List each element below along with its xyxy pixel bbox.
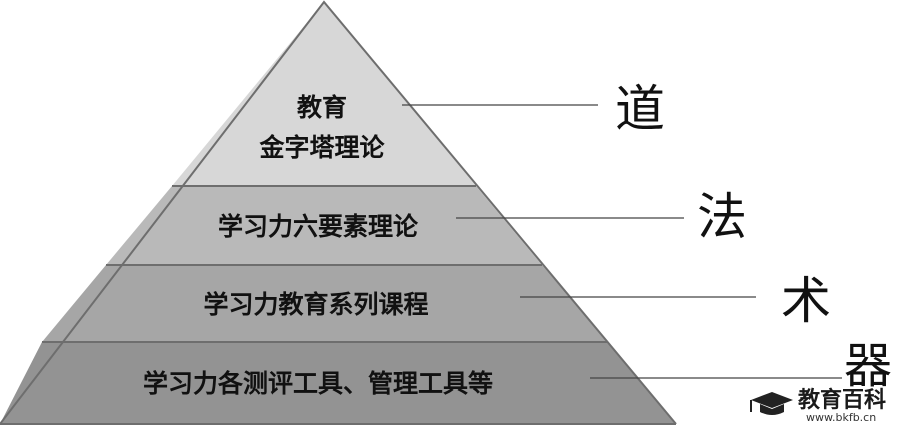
watermark: 教育百科 www.bkfb.cn [750, 387, 886, 424]
label-shu: 术 [781, 272, 831, 330]
graduation-cap-icon [750, 392, 793, 415]
tier-3-title: 学习力教育系列课程 [203, 290, 428, 319]
tier-4-title: 学习力各测评工具、管理工具等 [143, 369, 493, 398]
tier-2-title: 学习力六要素理论 [218, 212, 419, 241]
tier-1-title-line-1: 教育 [297, 93, 347, 122]
tier-1-title-line-2: 金字塔理论 [258, 133, 385, 162]
label-qi: 器 [844, 338, 892, 394]
pyramid-tier-2 [106, 186, 542, 265]
watermark-url: www.bkfb.cn [806, 411, 876, 424]
pyramid-tier-top [172, 2, 476, 186]
pyramid-outline [0, 0, 677, 425]
label-dao: 道 [615, 80, 665, 138]
pyramid-tier-3 [42, 265, 608, 342]
pyramid-tier-bottom [0, 342, 676, 424]
label-fa: 法 [697, 188, 747, 246]
watermark-name: 教育百科 [798, 387, 886, 413]
